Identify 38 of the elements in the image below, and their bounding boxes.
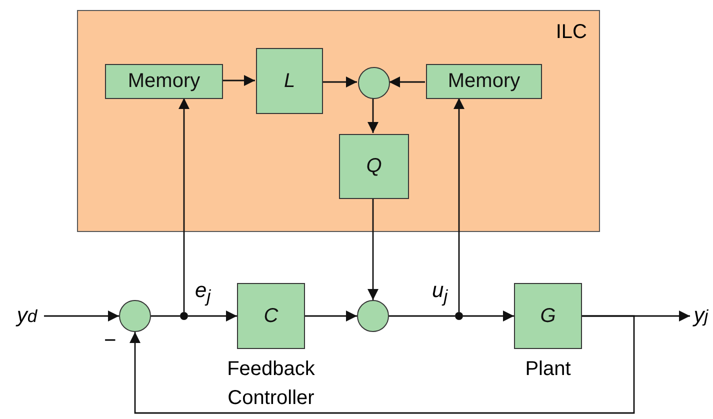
- memory-block: [426, 64, 542, 99]
- plant-block: [514, 283, 582, 349]
- arrow: [368, 198, 378, 300]
- block-label: L: [284, 70, 296, 92]
- arrow: [130, 315, 635, 414]
- block-label: C: [264, 304, 278, 328]
- arrow: [463, 310, 514, 322]
- block-caption: Plant: [524, 357, 572, 382]
- connector-line: [151, 315, 180, 317]
- signal-label: e$_{j}$: [195, 278, 211, 308]
- arrow: [389, 76, 425, 88]
- block-label: Q: [366, 155, 382, 178]
- block-label: Memory: [128, 70, 200, 93]
- arrow: [454, 98, 464, 312]
- block-caption: Feedback Controller: [226, 357, 316, 411]
- arrow: [44, 310, 119, 322]
- minus-sign: −: [104, 328, 116, 354]
- junction-dot: [455, 312, 463, 320]
- arrow: [368, 98, 378, 133]
- signal-label: u$_{j}$: [432, 278, 448, 308]
- learning-block: [256, 48, 323, 114]
- filter-block: [339, 134, 409, 199]
- summing-junction: [357, 300, 389, 332]
- arrow: [178, 98, 190, 312]
- ilc-panel: [77, 10, 600, 232]
- arrow: [305, 310, 357, 322]
- connector-line: [389, 315, 455, 317]
- arrow: [222, 75, 255, 86]
- arrow: [188, 310, 237, 322]
- memory-block: [105, 64, 223, 99]
- arrow: [322, 76, 357, 88]
- panel-title: ILC: [556, 21, 587, 44]
- summing-junction: [119, 300, 151, 332]
- block-label: Memory: [448, 70, 520, 93]
- block-label: G: [540, 304, 556, 328]
- controller-block: [237, 283, 305, 349]
- summing-junction: [358, 67, 390, 99]
- junction-dot: [180, 312, 188, 320]
